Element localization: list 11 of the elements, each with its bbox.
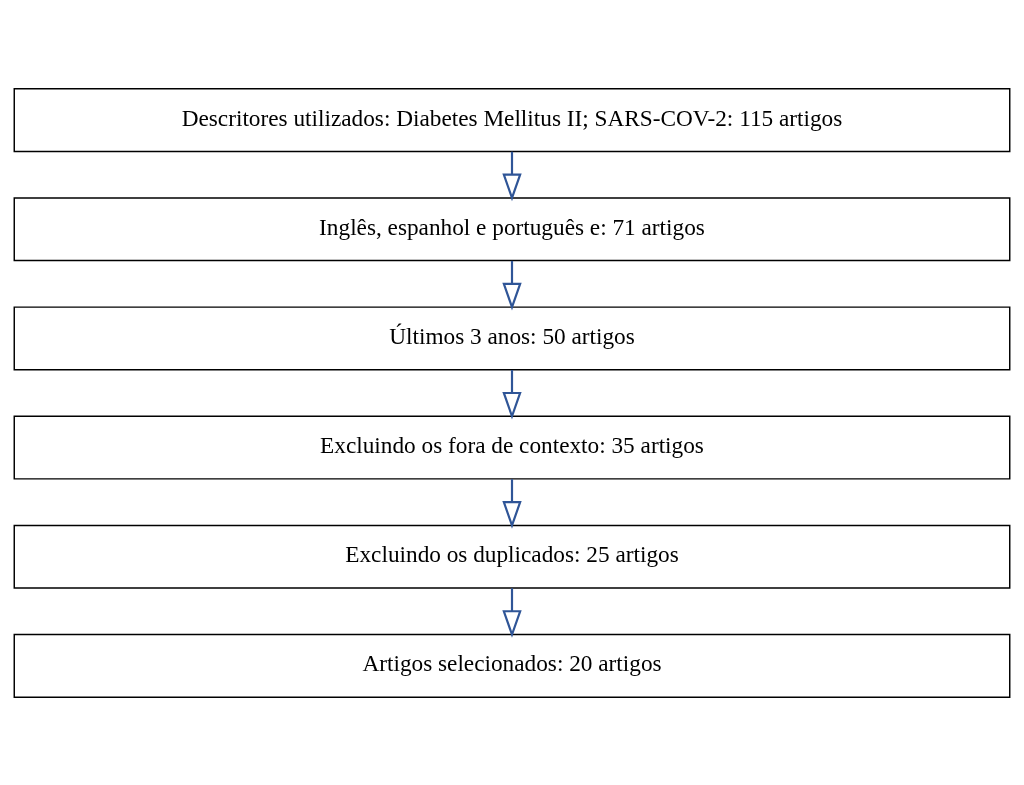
node-box: Artigos selecionados: 20 artigos [13, 633, 1011, 698]
node-box: Excluindo os fora de contexto: 35 artigos [13, 415, 1011, 480]
node-box: Últimos 3 anos: 50 artigos [13, 305, 1011, 370]
node-box: Inglês, espanhol e português e: 71 artigos [13, 196, 1011, 261]
arrow [502, 151, 522, 201]
node-box: Excluindo os duplicados: 25 artigos [13, 524, 1011, 589]
arrow [502, 478, 522, 529]
arrow [502, 587, 522, 638]
node-box: Descritores utilizados: Diabetes Mellitus II; SARS-COV-2: 115 artigos [13, 87, 1011, 152]
arrow [502, 369, 522, 420]
arrow [502, 260, 522, 310]
